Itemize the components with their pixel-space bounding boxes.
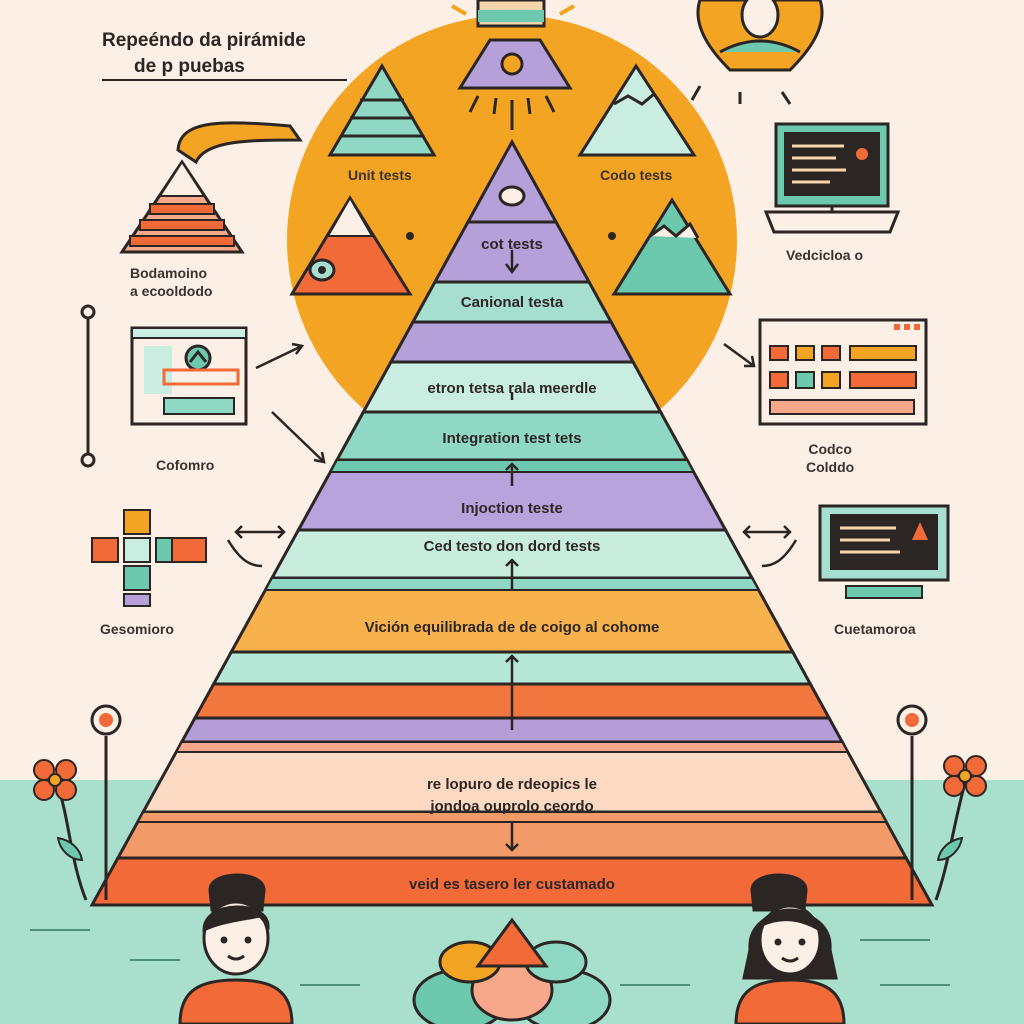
pyramid-layer-label: etron tetsa rala meerdle: [427, 380, 597, 397]
pyramid-layer-label: cot tests: [481, 236, 543, 253]
pyramid-layer-label: veid es tasero ler custamado: [409, 876, 615, 893]
scroll-handle-icon: [80, 304, 96, 468]
monitor-label: Vedcicloa o: [786, 247, 864, 263]
pyramid-stripe: [135, 811, 889, 823]
dashboard-icon: [758, 318, 928, 426]
brick-pyramid-icon: [119, 121, 303, 254]
mountain-icon: [289, 195, 413, 296]
title-line-2: de p puebas: [134, 56, 245, 77]
pyramid-layer-label: Injoction teste: [461, 500, 563, 517]
pyramid-layer-label: Integration test tets: [442, 430, 582, 447]
flower-icon: [896, 704, 987, 901]
code-tests-label: Codo tests: [600, 167, 673, 183]
pyramid-layer-label: Canional testa: [460, 294, 564, 311]
eye-icon: [457, 38, 573, 130]
screen-icon: [818, 504, 950, 599]
pyramid-layer: [89, 856, 935, 907]
bulb-face-icon: [690, 0, 824, 105]
crossword-icon: [91, 509, 207, 607]
screen-label: Cuetamoroa: [834, 621, 916, 637]
form-label: Cofomro: [156, 457, 215, 473]
unit-tests-label: Unit tests: [348, 167, 412, 183]
dashboard-label: Codco Colddo: [806, 441, 855, 475]
person-icon: [734, 873, 846, 1024]
pyramid-layer-label: Ced testo don dord tests: [423, 538, 601, 555]
crossword-label: Gesomioro: [100, 621, 174, 637]
title-underline: [102, 79, 347, 81]
mountain-icon: [577, 63, 697, 157]
pyramid-layer-label: re lopuro de rdeopics le jondoa ouprolo …: [426, 776, 598, 815]
apex-eye-icon: [498, 185, 526, 207]
pyramid-layer-label: Vición equilibrada de de coigo al cohome: [364, 619, 660, 636]
sun-rays-icon: [448, 0, 576, 28]
form-icon: [130, 326, 248, 426]
mountain-icon: [611, 197, 733, 296]
brick-label: Bodamoino a ecooldodo: [130, 265, 213, 299]
monitor-icon: [763, 122, 901, 234]
person-icon: [178, 873, 294, 1024]
pyramid-stripe: [174, 741, 850, 753]
flower-icon: [33, 704, 122, 901]
diagram-title: Repeéndo da pirámide de p puebas: [102, 28, 306, 80]
rock-pile-icon: [412, 917, 612, 1024]
mountain-icon: [327, 63, 437, 157]
title-line-1: Repeéndo da pirámide: [102, 30, 306, 51]
